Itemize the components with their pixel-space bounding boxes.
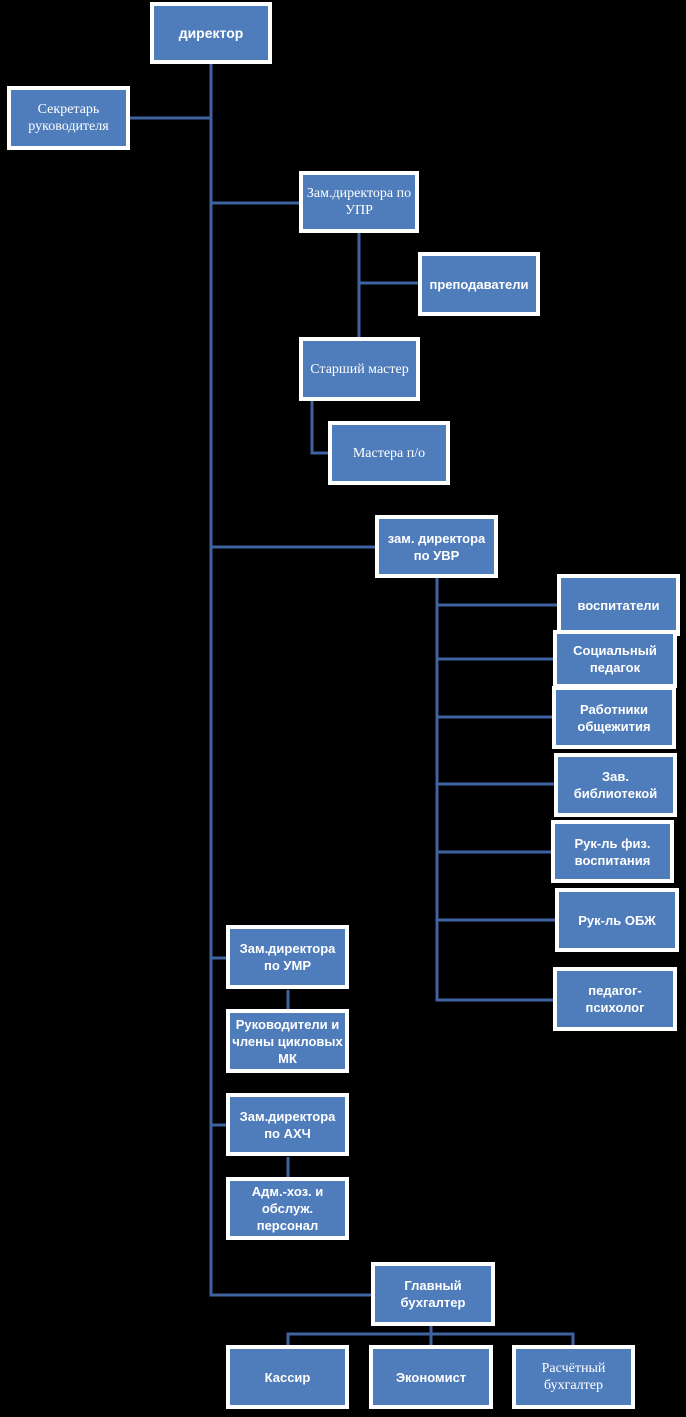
connector-uvr-branch <box>435 576 555 1002</box>
node-dorm-workers: Работники общежития <box>552 686 676 749</box>
connector-masters <box>310 400 330 455</box>
connector-main-trunk <box>209 64 373 1297</box>
node-deputy-ahch: Зам.директора по АХЧ <box>226 1093 349 1156</box>
node-masters: Мастера п/о <box>328 421 450 485</box>
node-senior-master: Старший мастер <box>299 337 420 401</box>
node-obzh-head-label: Рук-ль ОБЖ <box>578 912 656 928</box>
node-teachers-label: преподаватели <box>429 276 529 292</box>
node-masters-label: Мастера п/о <box>352 445 426 461</box>
node-deputy-uvr-label: зам. директора по УВР <box>387 530 486 563</box>
node-deputy-uvr: зам. директора по УВР <box>375 515 498 578</box>
node-social-teacher-label: Социальный педагок <box>573 643 657 675</box>
node-staff: Адм.-хоз. и обслуж. персонал <box>226 1177 349 1240</box>
node-director: директор <box>150 2 272 64</box>
node-economist-label: Экономист <box>395 1369 467 1385</box>
node-economist: Экономист <box>369 1345 493 1409</box>
node-deputy-umr-label: Зам.директора по УМР <box>239 941 336 973</box>
node-cashier: Кассир <box>226 1345 349 1409</box>
node-secretary-label: Секретарь руководителя <box>28 102 109 134</box>
node-payroll-accountant: Расчётный бухгалтер <box>512 1345 635 1409</box>
node-teachers: преподаватели <box>418 252 540 316</box>
node-staff-label: Адм.-хоз. и обслуж. персонал <box>251 1184 324 1233</box>
node-secretary: Секретарь руководителя <box>7 86 130 150</box>
node-social-teacher: Социальный педагок <box>553 630 677 688</box>
node-deputy-upr-label: Зам.директора по УПР <box>306 186 412 218</box>
node-librarian-label: Зав. библиотекой <box>573 769 658 801</box>
node-mk-heads: Руководители и члены цикловых МК <box>226 1009 349 1073</box>
node-mk-heads-label: Руководители и члены цикловых МК <box>232 1016 343 1066</box>
node-deputy-umr: Зам.директора по УМР <box>226 925 349 989</box>
node-psychologist-label: педагог-психолог <box>585 983 645 1015</box>
node-educators: воспитатели <box>557 574 680 636</box>
node-pe-head-label: Рук-ль физ. воспитания <box>574 835 651 868</box>
node-senior-master-label: Старший мастер <box>310 361 409 377</box>
node-chief-accountant: Главный бухгалтер <box>371 1262 495 1326</box>
node-educators-label: воспитатели <box>577 597 660 613</box>
node-director-label: директор <box>178 24 244 41</box>
node-chief-accountant-label: Главный бухгалтер <box>400 1278 466 1310</box>
node-pe-head: Рук-ль физ. воспитания <box>551 820 674 883</box>
node-deputy-upr: Зам.директора по УПР <box>299 171 419 233</box>
node-payroll-accountant-label: Расчётный бухгалтер <box>541 1361 606 1393</box>
node-obzh-head: Рук-ль ОБЖ <box>555 888 679 952</box>
node-deputy-ahch-label: Зам.директора по АХЧ <box>239 1108 336 1141</box>
node-psychologist: педагог-психолог <box>553 967 677 1031</box>
node-librarian: Зав. библиотекой <box>554 753 677 817</box>
node-cashier-label: Кассир <box>264 1369 311 1385</box>
node-dorm-workers-label: Работники общежития <box>577 701 651 734</box>
